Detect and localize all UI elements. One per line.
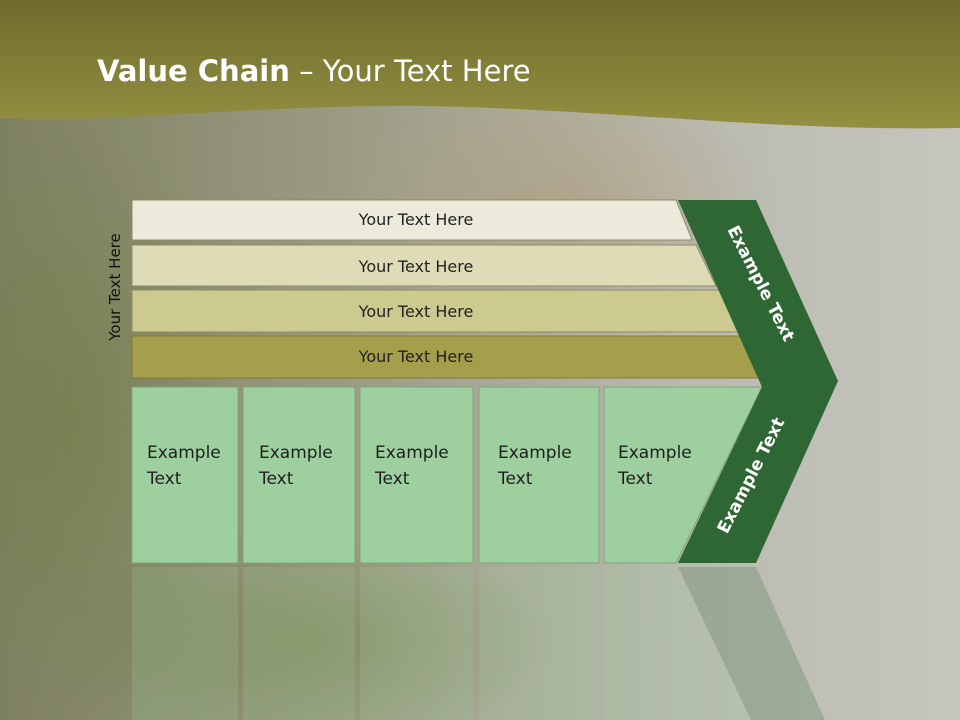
reflection-box-2 xyxy=(243,567,355,720)
diagram-reflection xyxy=(0,565,960,720)
activity-box-5 xyxy=(603,386,763,564)
reflection-box-3 xyxy=(360,567,473,720)
row-4-label: Your Text Here xyxy=(358,347,474,366)
activity-box-2 xyxy=(242,386,356,564)
activity-box-2-line-2: Text xyxy=(259,469,294,489)
reflection-arrow xyxy=(678,567,825,720)
reflection-box-5 xyxy=(604,567,751,720)
activity-box-3-text: Example Text xyxy=(375,440,449,492)
row-2: Your Text Here xyxy=(131,244,717,287)
row-4: Your Text Here xyxy=(131,335,764,379)
row-3-label: Your Text Here xyxy=(358,302,474,321)
activity-box-5-line-1: Example xyxy=(618,443,692,463)
activity-box-5-line-2: Text xyxy=(618,469,653,489)
margin-arrow xyxy=(678,200,838,563)
activity-box-4-line-1: Example xyxy=(498,443,572,463)
activity-box-2-line-1: Example xyxy=(259,443,333,463)
slide-title: Value Chain – Your Text Here xyxy=(97,54,531,88)
activity-box-1 xyxy=(131,386,239,564)
row-2-label: Your Text Here xyxy=(358,257,474,276)
activity-box-2-text: Example Text xyxy=(259,440,333,492)
activity-box-4-text: Example Text xyxy=(498,440,572,492)
title-rest: – Your Text Here xyxy=(289,54,531,88)
reflection-box-1 xyxy=(132,567,238,720)
activity-box-1-line-2: Text xyxy=(147,469,182,489)
activity-box-1-text: Example Text xyxy=(147,440,221,492)
row-1: Your Text Here xyxy=(131,199,693,241)
activity-box-4 xyxy=(478,386,600,564)
activity-box-3-line-2: Text xyxy=(375,469,410,489)
row-1-label: Your Text Here xyxy=(358,210,474,229)
activity-box-5-text: Example Text xyxy=(618,440,692,492)
title-bold: Value Chain xyxy=(97,54,290,88)
activity-box-3-line-1: Example xyxy=(375,443,449,463)
activity-box-1-line-1: Example xyxy=(147,443,221,463)
activity-box-4-line-2: Text xyxy=(498,469,533,489)
reflection-box-4 xyxy=(479,567,599,720)
activity-box-3 xyxy=(359,386,474,564)
reflection-shapes xyxy=(132,567,825,720)
row-3: Your Text Here xyxy=(131,289,740,333)
